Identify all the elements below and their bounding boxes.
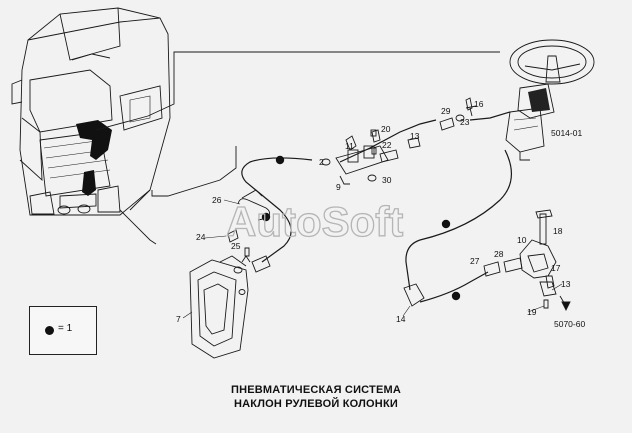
part-label: 29 bbox=[441, 106, 451, 116]
caption-line-1: ПНЕВМАТИЧЕСКАЯ СИСТЕМА bbox=[230, 384, 402, 396]
part-label: 13 bbox=[561, 279, 571, 289]
connection-marker bbox=[441, 219, 451, 229]
fasteners bbox=[244, 97, 473, 257]
cab-pedal-area-highlight bbox=[82, 170, 96, 196]
pedal-plate-drawing bbox=[189, 255, 249, 359]
routing-lines bbox=[95, 51, 500, 245]
part-label: 7 bbox=[176, 314, 181, 324]
part-label: 30 bbox=[382, 175, 392, 185]
part-label: 18 bbox=[553, 226, 563, 236]
part-label: 24 bbox=[196, 232, 206, 242]
caption-line-2: НАКЛОН РУЛЕВОЙ КОЛОНКИ bbox=[234, 398, 398, 410]
air-hoses bbox=[241, 111, 512, 303]
connection-marker bbox=[275, 155, 285, 165]
ref-steering-column: 5014-01 bbox=[551, 128, 582, 138]
part-label: 19 bbox=[527, 307, 537, 317]
connection-marker bbox=[451, 291, 461, 301]
part-label: 2 bbox=[319, 157, 324, 167]
steering-column-drawing bbox=[505, 39, 595, 161]
part-labels: 2 7 9 10 11 13 13 14 16 17 18 19 20 22 2… bbox=[176, 99, 571, 324]
part-label: 10 bbox=[517, 235, 527, 245]
valve-assembly-drawing bbox=[403, 209, 571, 312]
part-label: 26 bbox=[212, 195, 222, 205]
part-label: 13 bbox=[410, 131, 420, 141]
legend-box: = 1 bbox=[29, 306, 97, 355]
fitting-block-drawing bbox=[321, 105, 477, 185]
legend-text: = 1 bbox=[58, 323, 73, 334]
part-label: 17 bbox=[551, 263, 561, 273]
part-label: 25 bbox=[231, 241, 241, 251]
part-label: 20 bbox=[381, 124, 391, 134]
watermark-text: AutoSoft bbox=[226, 198, 403, 245]
ref-valve: 5070-60 bbox=[554, 319, 585, 329]
part-label: 16 bbox=[474, 99, 484, 109]
steering-column-shade bbox=[528, 88, 550, 112]
part-label: 23 bbox=[460, 117, 470, 127]
cab-steering-area-highlight bbox=[76, 120, 112, 160]
part-label: 11 bbox=[345, 141, 354, 151]
part-label: 28 bbox=[494, 249, 504, 259]
legend-marker-icon bbox=[45, 326, 54, 335]
part-label: 22 bbox=[382, 140, 392, 150]
truck-cab-drawing bbox=[11, 7, 171, 216]
part-label: 9 bbox=[336, 182, 341, 192]
part-label: 14 bbox=[396, 314, 406, 324]
part-label: 27 bbox=[470, 256, 480, 266]
